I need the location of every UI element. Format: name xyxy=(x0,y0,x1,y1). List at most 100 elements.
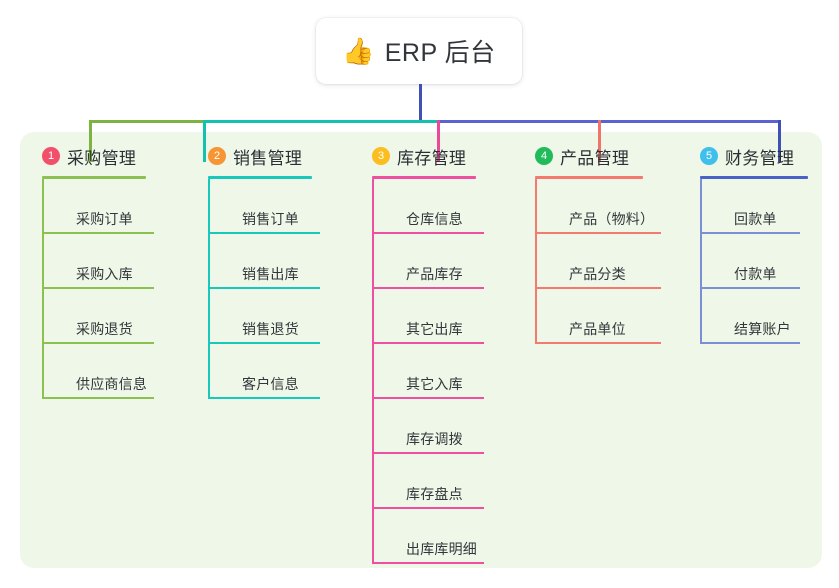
item-inventory-5[interactable]: 库存调拨 xyxy=(372,399,484,454)
item-rule xyxy=(372,287,484,289)
bus-teal xyxy=(203,120,443,123)
column-rule-finance xyxy=(700,176,808,179)
item-rule xyxy=(208,287,320,289)
item-rule xyxy=(535,232,661,234)
spine-product xyxy=(535,179,537,344)
item-rule xyxy=(42,342,154,344)
item-label: 采购订单 xyxy=(76,211,133,227)
item-label: 付款单 xyxy=(734,266,777,282)
diagram-background-panel xyxy=(20,132,822,568)
item-rule xyxy=(700,232,800,234)
column-header-finance[interactable]: 5 财务管理 xyxy=(700,144,808,168)
item-rule xyxy=(372,452,484,454)
item-finance-3[interactable]: 结算账户 xyxy=(700,289,808,344)
item-list-sales: 销售订单销售出库销售退货客户信息 xyxy=(208,179,320,399)
item-rule xyxy=(535,287,661,289)
item-inventory-6[interactable]: 库存盘点 xyxy=(372,454,484,509)
item-sales-2[interactable]: 销售出库 xyxy=(208,234,320,289)
column-badge-sales: 2 xyxy=(208,147,226,165)
column-badge-inventory: 3 xyxy=(372,147,390,165)
item-product-2[interactable]: 产品分类 xyxy=(535,234,661,289)
item-rule xyxy=(42,397,154,399)
item-label: 产品分类 xyxy=(569,266,626,282)
item-inventory-1[interactable]: 仓库信息 xyxy=(372,179,484,234)
item-rule xyxy=(700,342,800,344)
item-rule xyxy=(42,287,154,289)
item-label: 回款单 xyxy=(734,211,777,227)
item-rule xyxy=(372,232,484,234)
column-title-purchase: 采购管理 xyxy=(67,148,137,168)
spine-finance xyxy=(700,179,702,344)
item-label: 客户信息 xyxy=(242,376,299,392)
item-sales-3[interactable]: 销售退货 xyxy=(208,289,320,344)
column-rule-purchase xyxy=(42,176,146,179)
item-inventory-3[interactable]: 其它出库 xyxy=(372,289,484,344)
item-sales-4[interactable]: 客户信息 xyxy=(208,344,320,399)
item-rule xyxy=(372,342,484,344)
item-label: 库存盘点 xyxy=(406,486,463,502)
column-title-inventory: 库存管理 xyxy=(397,148,467,168)
item-product-3[interactable]: 产品单位 xyxy=(535,289,661,344)
item-label: 其它入库 xyxy=(406,376,463,392)
column-title-finance: 财务管理 xyxy=(725,148,795,168)
item-label: 销售订单 xyxy=(242,211,299,227)
item-label: 销售出库 xyxy=(242,266,299,282)
item-rule xyxy=(208,232,320,234)
item-product-1[interactable]: 产品（物料） xyxy=(535,179,661,234)
item-inventory-2[interactable]: 产品库存 xyxy=(372,234,484,289)
bus-indigo xyxy=(437,120,778,123)
item-rule xyxy=(208,397,320,399)
item-purchase-4[interactable]: 供应商信息 xyxy=(42,344,154,399)
column-header-sales[interactable]: 2 销售管理 xyxy=(208,144,312,168)
column-sales: 2 销售管理销售订单销售出库销售退货客户信息 xyxy=(208,144,320,399)
drop-finance xyxy=(778,120,781,162)
item-inventory-4[interactable]: 其它入库 xyxy=(372,344,484,399)
item-label: 其它出库 xyxy=(406,321,463,337)
item-label: 供应商信息 xyxy=(76,376,147,392)
column-title-sales: 销售管理 xyxy=(233,148,303,168)
item-label: 产品库存 xyxy=(406,266,463,282)
column-finance: 5 财务管理回款单付款单结算账户 xyxy=(700,144,808,344)
bus-green xyxy=(89,120,203,123)
column-rule-product xyxy=(535,176,643,179)
spine-inventory xyxy=(372,179,374,564)
item-list-finance: 回款单付款单结算账户 xyxy=(700,179,808,344)
trunk-connector xyxy=(419,84,422,120)
item-rule xyxy=(700,287,800,289)
spine-purchase xyxy=(42,179,44,399)
column-header-inventory[interactable]: 3 库存管理 xyxy=(372,144,477,168)
item-rule xyxy=(372,397,484,399)
item-finance-1[interactable]: 回款单 xyxy=(700,179,808,234)
column-rule-sales xyxy=(208,176,312,179)
item-label: 出库库明细 xyxy=(406,541,477,557)
root-node-erp-backend[interactable]: 👍 ERP 后台 xyxy=(316,18,522,84)
item-label: 销售退货 xyxy=(242,321,299,337)
item-rule xyxy=(372,562,484,564)
item-inventory-7[interactable]: 出库库明细 xyxy=(372,509,484,564)
item-list-purchase: 采购订单采购入库采购退货供应商信息 xyxy=(42,179,154,399)
item-label: 仓库信息 xyxy=(406,211,463,227)
drop-product xyxy=(598,120,601,162)
column-rule-inventory xyxy=(372,176,476,179)
column-badge-finance: 5 xyxy=(700,147,718,165)
root-node-title: ERP 后台 xyxy=(384,39,496,67)
item-label: 产品（物料） xyxy=(569,211,655,227)
drop-purchase xyxy=(89,120,92,162)
item-rule xyxy=(372,507,484,509)
item-label: 采购入库 xyxy=(76,266,133,282)
item-rule xyxy=(42,232,154,234)
item-purchase-1[interactable]: 采购订单 xyxy=(42,179,154,234)
column-inventory: 3 库存管理仓库信息产品库存其它出库其它入库库存调拨库存盘点出库库明细 xyxy=(372,144,484,564)
item-label: 库存调拨 xyxy=(406,431,463,447)
item-purchase-3[interactable]: 采购退货 xyxy=(42,289,154,344)
item-sales-1[interactable]: 销售订单 xyxy=(208,179,320,234)
item-rule xyxy=(208,342,320,344)
item-finance-2[interactable]: 付款单 xyxy=(700,234,808,289)
column-badge-product: 4 xyxy=(535,147,553,165)
item-list-inventory: 仓库信息产品库存其它出库其它入库库存调拨库存盘点出库库明细 xyxy=(372,179,484,564)
item-purchase-2[interactable]: 采购入库 xyxy=(42,234,154,289)
